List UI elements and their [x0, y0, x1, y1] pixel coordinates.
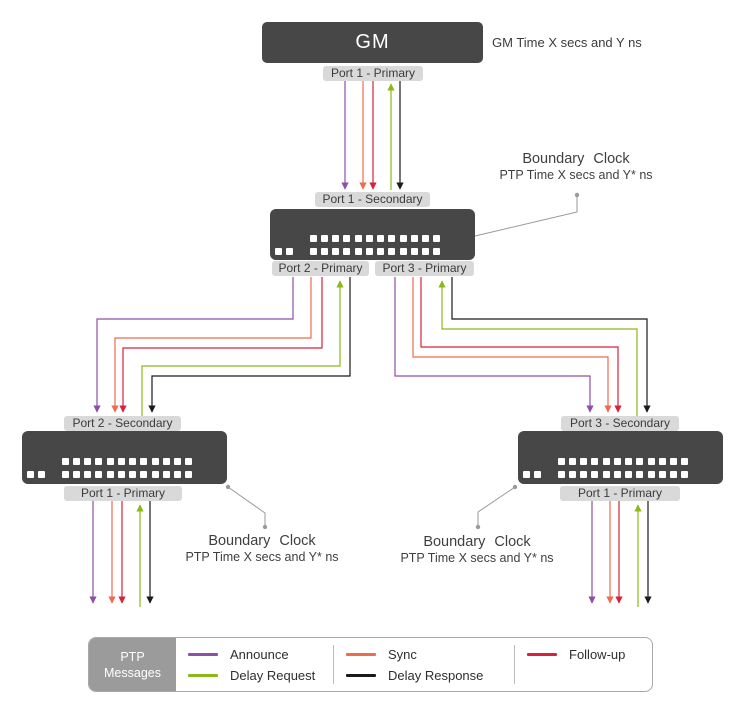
follow-up-label: Follow-up [569, 647, 626, 662]
bc2-note: Boundary Clock PTP Time X secs and Y* ns [152, 533, 372, 564]
legend-item-delay-request: Delay Request [188, 668, 333, 683]
bc2-note-subtitle: PTP Time X secs and Y* ns [185, 550, 339, 564]
boundary-clock-3-switch [518, 431, 723, 484]
bc1-to-bc2-flows [93, 277, 351, 416]
sync-flow-bc1-bc2 [111, 277, 312, 413]
legend-header-line2: Messages [104, 665, 161, 680]
delay-request-swatch [188, 673, 218, 677]
legend-item-announce: Announce [188, 647, 333, 662]
bc3-note-subtitle: PTP Time X secs and Y* ns [400, 551, 554, 565]
announce-swatch [188, 652, 218, 656]
legend-item-sync: Sync [346, 647, 514, 662]
announce-flow-bc1-bc2 [93, 277, 294, 413]
legend-header: PTP Messages [89, 638, 176, 691]
ptp-messages-legend: PTP Messages Announce Delay Request Sync [88, 637, 653, 692]
boundary-clock-1-switch [270, 209, 475, 260]
legend-divider-1 [333, 645, 334, 684]
legend-header-line1: PTP [120, 649, 145, 664]
bc3-note: Boundary Clock PTP Time X secs and Y* ns [367, 534, 587, 565]
bc1-callout-line [474, 196, 578, 237]
bc2-callout-line [227, 486, 266, 526]
bc1-note-subtitle: PTP Time X secs and Y* ns [499, 168, 653, 182]
gm-annotation: GM Time X secs and Y ns [492, 35, 642, 50]
port-label-bc3-p1: Port 1 - Primary [560, 486, 680, 501]
delay-response-flow-bc1-bc2 [148, 277, 351, 413]
announce-label: Announce [230, 646, 289, 662]
bc3-callout-line [477, 486, 516, 526]
legend-entries: Announce Delay Request Sync Delay Respon… [176, 638, 652, 691]
gm-label: GM [355, 31, 390, 53]
bc3-callout-dot-start [512, 484, 518, 490]
bc3-callout-dot-end [475, 524, 481, 530]
delay-response-label: Delay Response [388, 667, 484, 683]
bc1-note-title: Boundary Clock [522, 151, 630, 167]
port-label-bc2-p1: Port 1 - Primary [64, 486, 182, 501]
delay-request-flow-bc3-bc1 [438, 280, 638, 416]
delay-response-flow-bc1-bc3 [451, 277, 651, 413]
boundary-clock-1-body [270, 209, 475, 260]
port-label-bc2-p2: Port 2 - Secondary [64, 416, 181, 431]
bc1-note: Boundary Clock PTP Time X secs and Y* ns [466, 151, 686, 182]
port-label-bc3-p3: Port 3 - Secondary [561, 416, 679, 431]
port-label-gm-p1: Port 1 - Primary [323, 66, 423, 81]
gm-node: GM [262, 22, 483, 63]
boundary-clock-3-body [518, 431, 723, 484]
announce-flow-bc1-bc3 [394, 277, 594, 413]
legend-divider-2 [514, 645, 515, 684]
boundary-clock-2-switch [22, 431, 227, 484]
sync-label: Sync [388, 646, 417, 662]
port-label-bc1-p2: Port 2 - Primary [272, 261, 369, 276]
bc2-note-title: Boundary Clock [208, 533, 316, 549]
follow-up-swatch [527, 653, 557, 656]
bc3-downstream-flows [588, 501, 652, 607]
delay-request-flow-bc2-bc1 [141, 280, 344, 416]
legend-item-follow-up: Follow-up [527, 647, 652, 662]
bc2-callout-dot-start [225, 484, 231, 490]
follow-up-flow-bc1-bc3 [420, 277, 622, 413]
sync-swatch [346, 652, 376, 656]
bc3-note-title: Boundary Clock [423, 534, 531, 550]
follow-up-flow-bc1-bc2 [119, 277, 323, 413]
bc1-callout-dot [574, 192, 580, 198]
boundary-clock-2-body [22, 431, 227, 484]
legend-item-delay-response: Delay Response [346, 668, 514, 683]
port-label-bc1-p3: Port 3 - Primary [375, 261, 474, 276]
bc2-downstream-flows [89, 501, 154, 607]
callout-lines [225, 192, 580, 530]
delay-response-swatch [346, 673, 376, 677]
port-label-bc1-p1: Port 1 - Secondary [315, 192, 430, 207]
bc2-callout-dot-end [262, 524, 268, 530]
delay-request-label: Delay Request [230, 667, 316, 683]
bc1-to-bc3-flows [394, 277, 651, 416]
sync-flow-bc1-bc3 [412, 277, 612, 413]
gm-to-bc1-flows [341, 81, 404, 190]
